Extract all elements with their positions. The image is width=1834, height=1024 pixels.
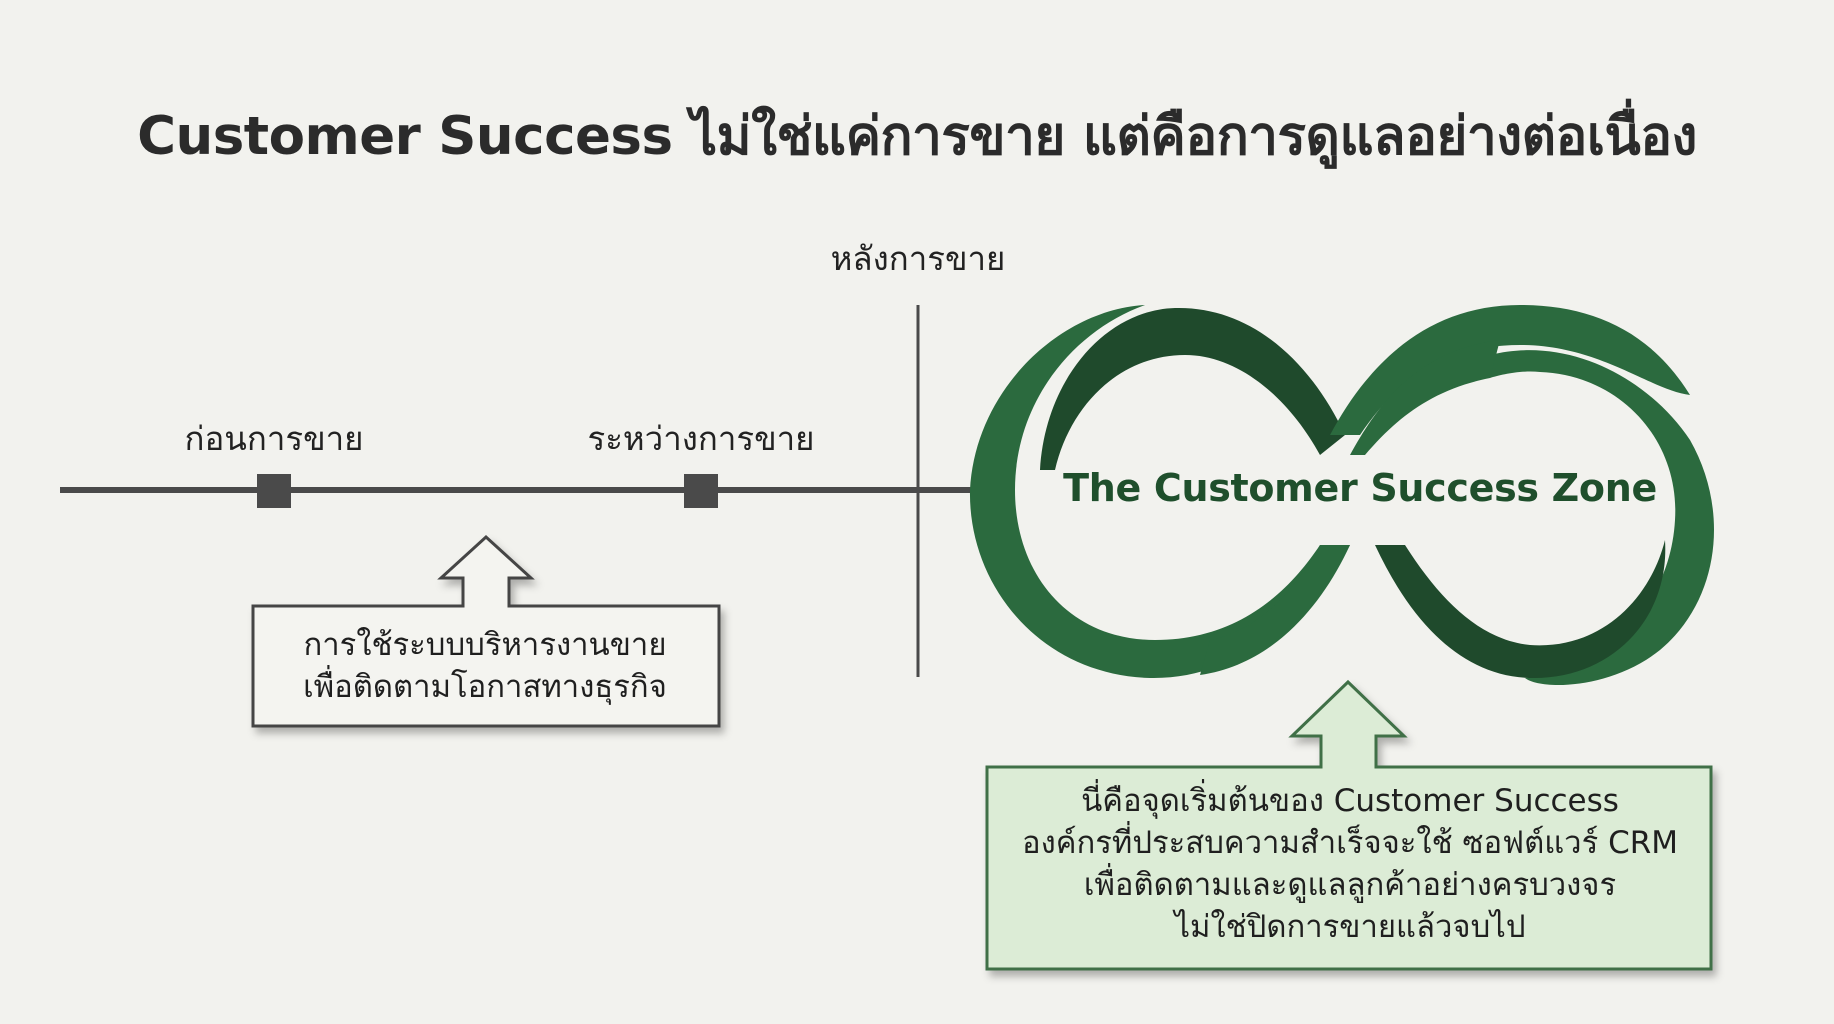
- stage-marker-during-sale: [684, 474, 718, 508]
- callout-right-box: [985, 679, 1713, 971]
- infinity-left-lobe-upper: [1040, 307, 1345, 470]
- callout-right-line: ไม่ใช่ปิดการขายแล้วจบไป: [1174, 909, 1526, 945]
- infinity-right-lobe-lower: [1375, 540, 1666, 679]
- customer-success-zone-label: The Customer Success Zone: [1063, 466, 1657, 510]
- infinity-crossing-lower: [1200, 545, 1350, 675]
- infinity-loop-icon: [969, 305, 1714, 685]
- callout-right-line: เพื่อติดตามและดูแลลูกค้าอย่างครบวงจร: [1083, 867, 1617, 903]
- stage-label-during-sale: ระหว่างการขาย: [587, 419, 815, 458]
- callout-right-line: นี่คือจุดเริ่มต้นของ Customer Success: [1081, 783, 1619, 819]
- callout-left-text: การใช้ระบบบริหารงานขาย เพื่อติดตามโอกาสท…: [252, 624, 718, 708]
- infinity-right-lobe-ring: [1490, 350, 1714, 685]
- page-title: Customer Success ไม่ใช่แค่การขาย แต่คือก…: [137, 105, 1697, 167]
- callout-right-line: องค์กรที่ประสบความสำเร็จจะใช้ ซอฟต์แวร์ …: [1021, 825, 1679, 861]
- infinity-right-lobe-outer: [1330, 305, 1690, 435]
- callout-left-line: การใช้ระบบบริหารงานขาย: [303, 627, 667, 663]
- callout-right-text: นี่คือจุดเริ่มต้นของ Customer Success อง…: [990, 780, 1710, 948]
- infinity-crossing-upper: [1320, 340, 1500, 455]
- stage-label-after-sale: หลังการขาย: [830, 239, 1006, 278]
- stage-label-before-sale: ก่อนการขาย: [184, 419, 364, 458]
- callout-left-box: [251, 534, 721, 728]
- callout-left-line: เพื่อติดตามโอกาสทางธุรกิจ: [303, 669, 667, 705]
- stage-marker-before-sale: [257, 474, 291, 508]
